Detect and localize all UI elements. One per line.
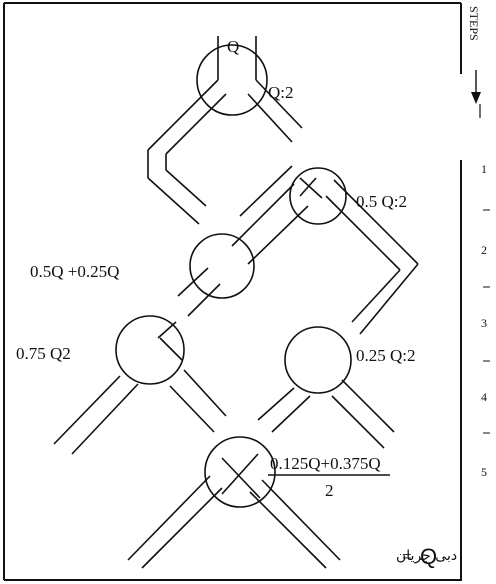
nodes xyxy=(115,44,352,508)
legend-symbol: Q xyxy=(420,544,437,569)
frame xyxy=(3,2,462,581)
step-5: 5 xyxy=(481,465,487,479)
inlet-label: Q xyxy=(227,37,239,56)
steps-column: STEPS 1 2 3 4 5 xyxy=(467,6,490,479)
step-4: 4 xyxy=(481,390,487,404)
node-label-3: 0.5Q +0.25Q xyxy=(30,262,119,281)
node-label-2: 0.5 Q:2 xyxy=(356,192,407,211)
node-circle-2 xyxy=(289,167,347,225)
channel-network xyxy=(53,36,419,569)
legend-equals: = xyxy=(402,547,412,566)
fraction-denominator: 2 xyxy=(325,481,334,500)
node-circle-4 xyxy=(115,315,185,385)
node-circle-1 xyxy=(196,44,268,116)
node-label-4: 0.75 Q2 xyxy=(16,344,71,363)
step-3: 3 xyxy=(481,316,487,330)
node-circle-3 xyxy=(189,233,255,299)
node-label-1: Q:2 xyxy=(268,83,294,102)
step-1: 1 xyxy=(481,162,487,176)
fraction-numerator: 0.125Q+0.375Q xyxy=(270,454,381,473)
node-label-5: 0.25 Q:2 xyxy=(356,346,416,365)
steps-title: STEPS xyxy=(467,6,481,41)
legend: دبی جریان = Q xyxy=(396,544,457,569)
node-circle-5 xyxy=(284,326,352,394)
node-circle-6 xyxy=(204,436,276,508)
legend-text: دبی جریان xyxy=(396,548,457,564)
step-2: 2 xyxy=(481,243,487,257)
steps-arrow-head xyxy=(471,92,481,104)
node-label-6: 0.125Q+0.375Q 2 xyxy=(268,454,390,500)
